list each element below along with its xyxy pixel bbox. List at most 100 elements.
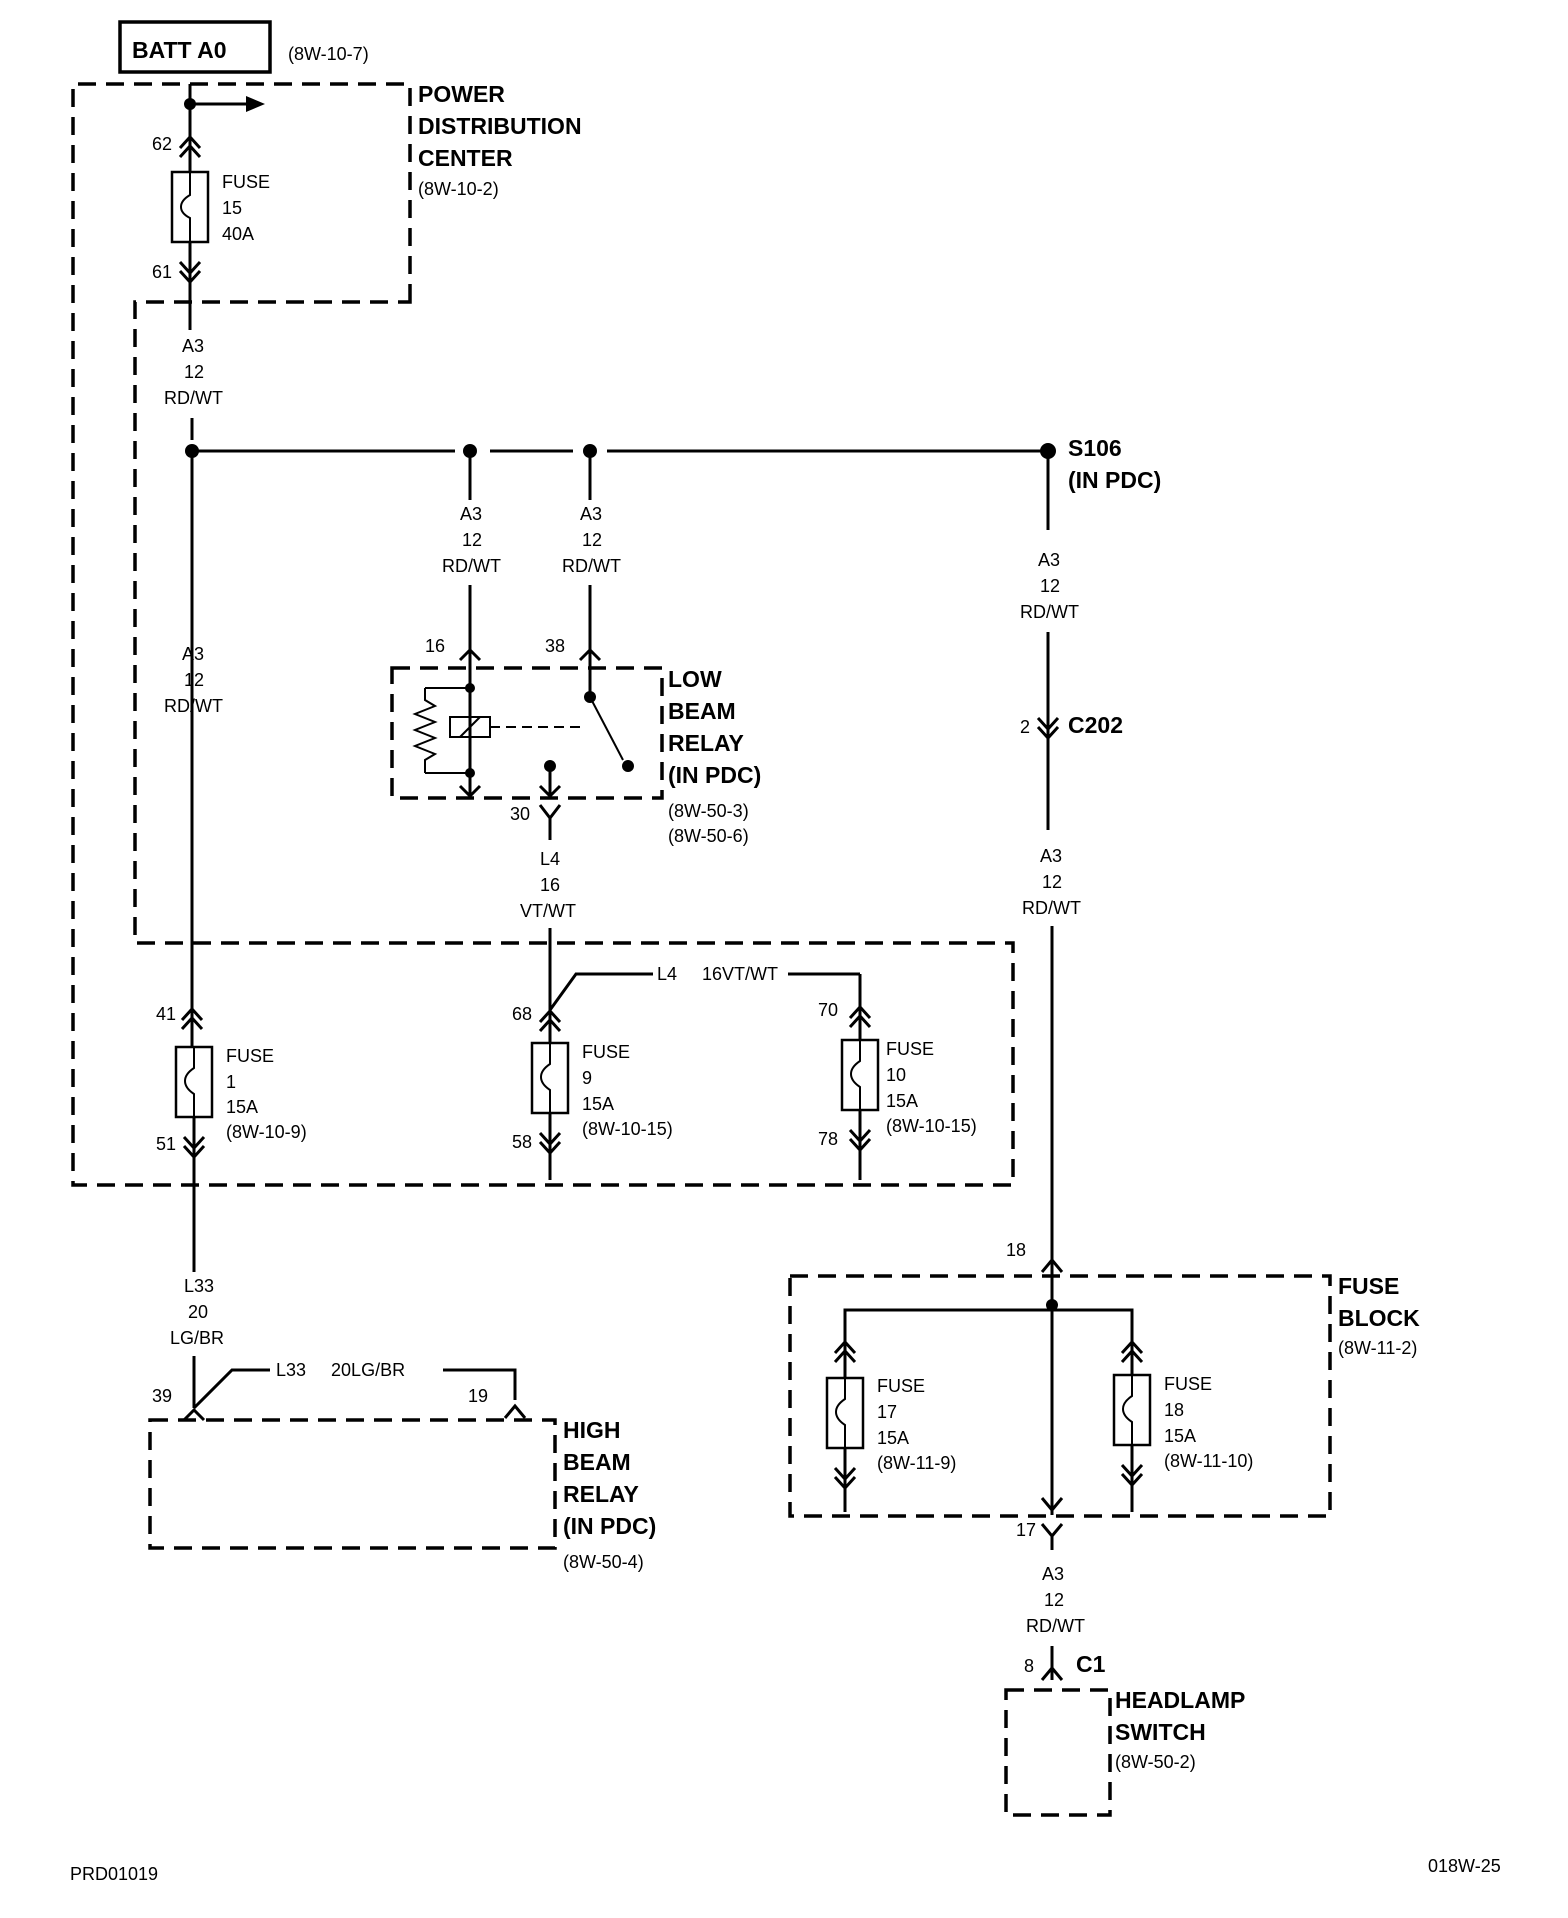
wire-a3-left-gauge: 12 [184, 670, 204, 690]
low-beam-relay-box [390, 666, 664, 800]
footer-right-code: 018W-25 [1428, 1856, 1501, 1876]
fb-pin-17: 17 [1016, 1520, 1036, 1540]
fb-bus [843, 1308, 1134, 1350]
fuse9-pin-out: 58 [512, 1132, 532, 1152]
high-beam-label-3: RELAY [563, 1481, 639, 1507]
fuse15-pin-out: 61 [152, 262, 172, 282]
relay38-pin-mark [578, 647, 602, 662]
fuse18-word: FUSE [1164, 1374, 1212, 1394]
fuse17-word: FUSE [877, 1376, 925, 1396]
fuse10-element [850, 1040, 861, 1110]
wire-a3-s106-gauge: 12 [1040, 576, 1060, 596]
hs-pin-mark [1040, 1665, 1064, 1681]
l4-inline-wire [548, 972, 653, 1011]
wire-a3-sw-code: A3 [1042, 1564, 1064, 1584]
wire-a3-main-code: A3 [182, 336, 204, 356]
wire-a3-r16-color: RD/WT [442, 556, 501, 576]
c202-pin: 2 [1020, 717, 1030, 737]
fb-node [1046, 1299, 1058, 1311]
relay-resistor [412, 688, 438, 773]
fuse18-element [1122, 1375, 1133, 1445]
wire-a3-r16-code: A3 [460, 504, 482, 524]
fuse1-pin-in: 41 [156, 1004, 176, 1024]
fuse10-pin-out: 78 [818, 1129, 838, 1149]
wire-a3-c202-code: A3 [1040, 846, 1062, 866]
low-beam-label-3: RELAY [668, 730, 744, 756]
fuse9-element [540, 1043, 551, 1113]
fuse10-pin-in-mark [848, 1004, 872, 1029]
s106-label: S106 [1068, 435, 1122, 461]
headlamp-switch-box [1004, 1688, 1112, 1817]
headlamp-label-1: HEADLAMP [1115, 1687, 1245, 1713]
c202-label: C202 [1068, 712, 1123, 738]
fuse9-amp: 15A [582, 1094, 614, 1114]
relay-coil-diag [459, 716, 481, 738]
fuse18-amp: 15A [1164, 1426, 1196, 1446]
wire-a3-r38-code: A3 [580, 504, 602, 524]
fb-pin-17-mark [1040, 1523, 1064, 1539]
wire-l4-code: L4 [540, 849, 560, 869]
relay-switch-contact [622, 760, 634, 772]
fb-main-arrow [1040, 1497, 1064, 1513]
fuse1-amp: 15A [226, 1097, 258, 1117]
fuse1-pin-in-mark [180, 1006, 204, 1031]
fuse1-pin-out-mark [182, 1135, 206, 1160]
fuse-block-label-1: FUSE [1338, 1273, 1399, 1299]
fuse18-pin-out-mark [1120, 1463, 1144, 1488]
pdc-label-line3: CENTER [418, 145, 513, 171]
fuse1-num: 1 [226, 1072, 236, 1092]
wire-a3-s106-color: RD/WT [1020, 602, 1079, 622]
relay-pin-30-mark [538, 804, 562, 821]
fuse15-pin-out-mark [178, 260, 202, 285]
footer-left-code: PRD01019 [70, 1864, 158, 1884]
wire-l33-color: LG/BR [170, 1328, 224, 1348]
wire-l4-gauge: 16 [540, 875, 560, 895]
fuse15-num: 15 [222, 198, 242, 218]
wire-a3-sw-gauge: 12 [1044, 1590, 1064, 1610]
fuse9-pin-out-mark [538, 1131, 562, 1156]
l33-to-pin19 [443, 1368, 517, 1400]
relay-ground-mark-1 [538, 784, 562, 799]
fuse17-pin-out-mark [833, 1466, 857, 1491]
hb-pin-19: 19 [468, 1386, 488, 1406]
fuse9-pin-in-mark [538, 1008, 562, 1033]
wire-a3-s106-code: A3 [1038, 550, 1060, 570]
l33-inline-wire [192, 1368, 270, 1410]
c202-mark [1036, 716, 1060, 741]
low-beam-label-2: BEAM [668, 698, 736, 724]
hb-pin-39: 39 [152, 1386, 172, 1406]
wire-a3-left-code: A3 [182, 644, 204, 664]
fuse9-num: 9 [582, 1068, 592, 1088]
pdc-label-line1: POWER [418, 81, 505, 107]
wire-l33-gauge: 20 [188, 1302, 208, 1322]
relay-ground-dot [544, 760, 556, 772]
fuse9-ref: (8W-10-15) [582, 1119, 673, 1139]
wire-a3-sw-color: RD/WT [1026, 1616, 1085, 1636]
relay-switch-arm [589, 696, 624, 761]
batt-a0-ref: (8W-10-7) [288, 44, 369, 64]
wire-a3-r38-color: RD/WT [562, 556, 621, 576]
low-beam-ref-1: (8W-50-3) [668, 801, 749, 821]
fuse-block-label-2: BLOCK [1338, 1305, 1420, 1331]
l4-inline-label: L4 16VT/WT [657, 964, 778, 984]
fuse18-ref: (8W-11-10) [1164, 1451, 1253, 1471]
wire-l33-code: L33 [184, 1276, 214, 1296]
headlamp-label-2: SWITCH [1115, 1719, 1206, 1745]
wire-a3-r38-gauge: 12 [582, 530, 602, 550]
batt-a0-label: BATT A0 [132, 37, 227, 63]
wire-l4-color: VT/WT [520, 901, 576, 921]
fuse10-pin-in: 70 [818, 1000, 838, 1020]
hs-connector-c1: C1 [1076, 1651, 1106, 1677]
fuse17-num: 17 [877, 1402, 897, 1422]
batt-a0-box [118, 20, 272, 74]
fuse1-word: FUSE [226, 1046, 274, 1066]
fuse10-amp: 15A [886, 1091, 918, 1111]
fuse-block-box [788, 1274, 1332, 1518]
wire-a3-main-color: RD/WT [164, 388, 223, 408]
fuse15-element [180, 172, 191, 242]
fuse15-amp: 40A [222, 224, 254, 244]
high-beam-ref: (8W-50-4) [563, 1552, 644, 1572]
fuse15-pin-in-mark [178, 134, 202, 159]
headlamp-ref: (8W-50-2) [1115, 1752, 1196, 1772]
high-beam-label-2: BEAM [563, 1449, 631, 1475]
